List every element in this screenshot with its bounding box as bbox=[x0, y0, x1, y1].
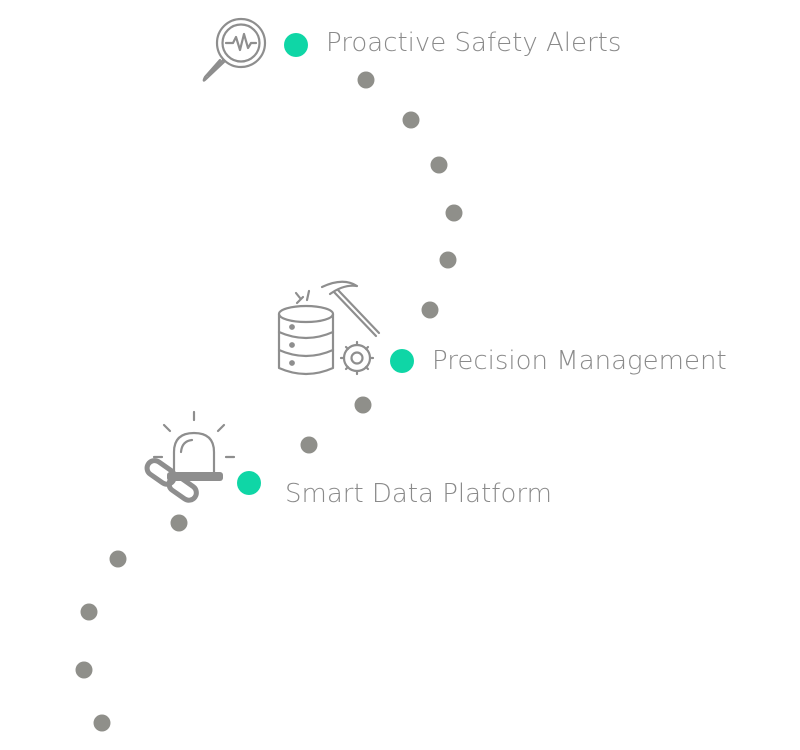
path-dot bbox=[439, 251, 457, 269]
milestone-marker bbox=[390, 349, 414, 373]
milestone-marker bbox=[237, 471, 261, 495]
milestone-markers bbox=[237, 33, 414, 495]
database-pickaxe-gear-icon bbox=[277, 280, 381, 376]
path-dot bbox=[402, 111, 420, 129]
milestone-label-proactive-safety-alerts: Proactive Safety Alerts bbox=[326, 28, 622, 58]
path-dot bbox=[109, 550, 127, 568]
dotted-path bbox=[75, 71, 463, 732]
path-dot bbox=[421, 301, 439, 319]
magnifier-pulse-icon bbox=[202, 17, 267, 82]
path-dot bbox=[75, 661, 93, 679]
milestone-label-precision-management: Precision Management bbox=[432, 346, 727, 376]
path-dot bbox=[430, 156, 448, 174]
alarm-siren-chain-link-icon bbox=[144, 410, 236, 503]
path-dot bbox=[93, 714, 111, 732]
milestone-marker bbox=[284, 33, 308, 57]
path-dot bbox=[300, 436, 318, 454]
milestone-label-smart-data-platform: Smart Data Platform bbox=[285, 479, 552, 509]
path-dot bbox=[357, 71, 375, 89]
path-dot bbox=[80, 603, 98, 621]
path-dot bbox=[170, 514, 188, 532]
path-dot bbox=[445, 204, 463, 222]
path-dot bbox=[354, 396, 372, 414]
